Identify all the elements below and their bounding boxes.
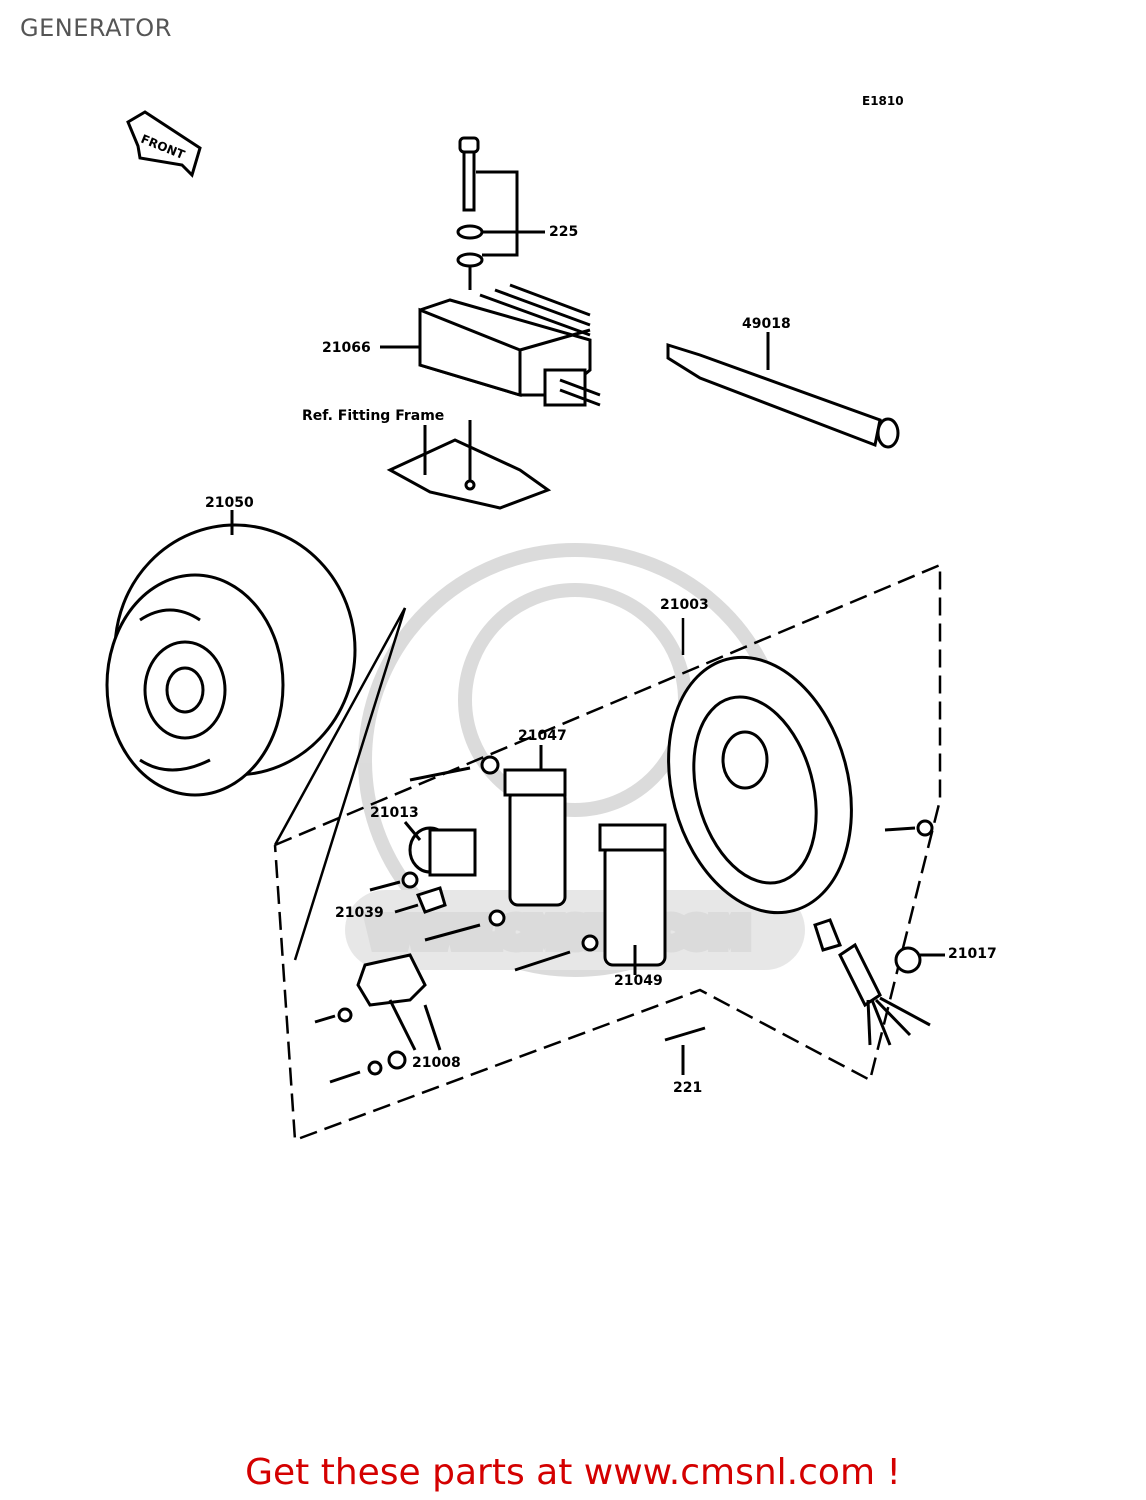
part-label-21039[interactable]: 21039: [335, 905, 384, 921]
wiring-harness: [813, 918, 931, 1046]
rotor-outline: [273, 607, 407, 961]
coil-21047: [503, 745, 567, 907]
part-label-21047[interactable]: 21047: [518, 728, 567, 744]
ref-fitting-frame: [386, 420, 552, 510]
part-label-225[interactable]: 225: [549, 224, 578, 240]
watermark-text: WWW.CMSNL.COM: [370, 913, 748, 954]
part-label-221[interactable]: 221: [673, 1080, 702, 1096]
coil-21049: [598, 823, 667, 975]
part-label-21066[interactable]: 21066: [322, 340, 371, 356]
bolt-225: [456, 136, 545, 268]
rotor-21050: [105, 510, 357, 797]
part-label-21008[interactable]: 21008: [412, 1055, 461, 1071]
part-label-21049[interactable]: 21049: [614, 973, 663, 989]
front-arrow-icon: FRONT: [126, 110, 202, 178]
cmsnl-parts-link[interactable]: Get these parts at www.cmsnl.com !: [245, 1452, 901, 1493]
part-21039: [394, 886, 447, 914]
watermark-logo: WWW.CMSNL.COM: [345, 543, 805, 977]
diagram-code: E1810: [862, 94, 904, 108]
part-label-21050[interactable]: 21050: [205, 495, 254, 511]
part-21008: [356, 953, 442, 1051]
regulator-21066: [380, 265, 601, 407]
part-label-21013[interactable]: 21013: [370, 805, 419, 821]
part-label-49018[interactable]: 49018: [742, 316, 791, 332]
part-label-21003[interactable]: 21003: [660, 597, 709, 613]
screws: [314, 755, 945, 1084]
part-21013: [403, 821, 477, 877]
tool-49018: [666, 332, 900, 449]
stator-plate-21003: [667, 655, 853, 915]
generator-exploded-diagram: WWW.CMSNL.COM E1810 FRONT: [105, 94, 997, 1142]
ref-fitting-frame-label: Ref. Fitting Frame: [302, 408, 444, 424]
page-title: GENERATOR: [20, 14, 172, 42]
part-label-21017[interactable]: 21017: [948, 946, 997, 962]
